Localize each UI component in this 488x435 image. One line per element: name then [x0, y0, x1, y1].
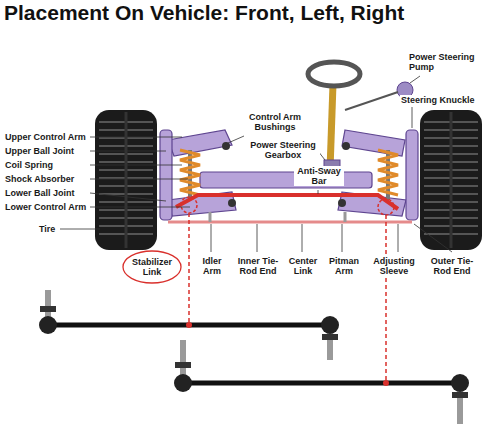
steering-column — [330, 84, 333, 170]
tire — [420, 110, 482, 250]
part-label: Anti-Sway Bar — [294, 166, 344, 186]
part-label: Outer Tie-Rod End — [422, 256, 482, 276]
part-label: Center Link — [284, 256, 322, 276]
part-label: Coil Spring — [4, 160, 54, 170]
part-label: Power Steering Gearbox — [246, 140, 320, 160]
part-label: Idler Arm — [196, 256, 228, 276]
part-label: Lower Ball Joint — [4, 188, 76, 198]
part-label: Steering Knuckle — [400, 95, 476, 105]
dashed-guide — [189, 213, 386, 380]
part-label: Tire — [38, 224, 56, 234]
node-text: Stabilizer Link — [128, 257, 176, 277]
part-label: Inner Tie-Rod End — [230, 256, 286, 276]
part-label: Adjusting Sleeve — [368, 256, 420, 276]
part-label: Upper Control Arm — [4, 132, 87, 142]
circled-label: Stabilizer Link — [122, 250, 182, 284]
leader-line — [60, 76, 452, 252]
title: Placement On Vehicle: Front, Left, Right — [4, 1, 404, 25]
stabilizer-link — [39, 290, 339, 360]
tire — [95, 110, 157, 250]
coil-spring — [378, 150, 398, 195]
stabilizer-link — [174, 340, 469, 424]
part-label: Power Steering Pump — [408, 52, 484, 72]
part-label: Pitman Arm — [324, 256, 364, 276]
part-label: Shock Absorber — [4, 174, 75, 184]
anti-sway-bar — [176, 195, 398, 209]
part-label: Upper Ball Joint — [4, 146, 75, 156]
steering-wheel — [308, 62, 360, 86]
part-label: Lower Control Arm — [4, 202, 87, 212]
suspension-frame — [160, 130, 418, 220]
part-label: Control Arm Bushings — [244, 112, 306, 132]
coil-spring — [180, 150, 200, 195]
